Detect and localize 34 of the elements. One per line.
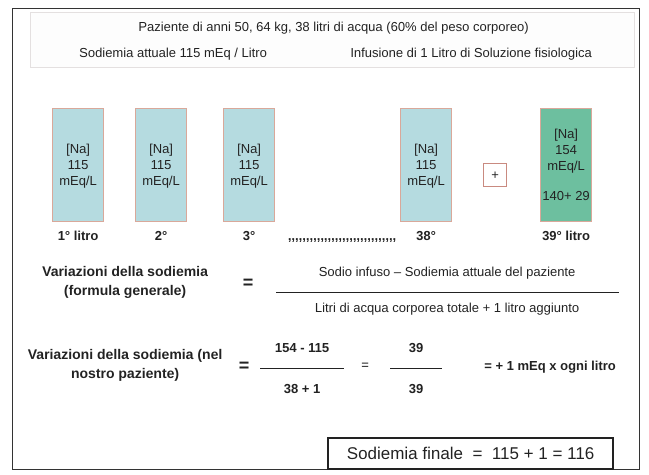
- denominator-text: 39: [408, 381, 424, 396]
- info-panel: [30, 12, 635, 68]
- numerator-text: 154 - 115: [274, 340, 330, 355]
- liter-block: [135, 108, 187, 222]
- numerator-text: 39: [408, 340, 424, 355]
- formula-label: Variazioni della sodiemia (nel nostro paziente): [26, 345, 224, 383]
- equals-sign: =: [242, 272, 254, 293]
- liter-block: [223, 108, 275, 222]
- liter-caption: 39° litro: [541, 228, 591, 243]
- result-text: Sodiemia finale = 115 + 1 = 116: [346, 442, 594, 464]
- concentration-text: [Na] 115 mEq/L: [58, 140, 98, 190]
- concentration-text: 140+ 29: [542, 188, 590, 204]
- equals-sign: =: [360, 357, 370, 372]
- equals-sign: =: [238, 355, 250, 376]
- result-text: = + 1 mEq x ogni litro: [483, 358, 617, 373]
- denominator-text: 38 + 1: [282, 381, 322, 396]
- plus-box: [483, 163, 507, 187]
- liter-block: [52, 108, 104, 222]
- concentration-text: [Na] 154 mEq/L: [546, 126, 586, 174]
- denominator-text: Litri di acqua corporea totale + 1 litro aggiunto: [314, 300, 580, 315]
- plus-sign: +: [490, 166, 500, 184]
- info-text: Infusione di 1 Litro di Soluzione fisiologica: [349, 45, 593, 60]
- concentration-text: [Na] 115 mEq/L: [406, 140, 446, 190]
- concentration-text: [Na] 115 mEq/L: [229, 140, 269, 190]
- liter-caption: 2°: [154, 228, 168, 243]
- saline-liter-block: [540, 108, 592, 222]
- liter-block: [400, 108, 452, 222]
- info-text: Sodiemia attuale 115 mEq / Litro: [78, 45, 268, 60]
- result-box: [327, 437, 614, 470]
- numerator-text: Sodio infuso – Sodiemia attuale del paziente: [318, 264, 576, 279]
- formula-label: Variazioni della sodiemia (formula generale): [41, 262, 209, 300]
- concentration-text: [Na] 115 mEq/L: [141, 140, 181, 190]
- info-text: Paziente di anni 50, 64 kg, 38 litri di acqua (60% del peso corporeo): [137, 19, 530, 34]
- liter-caption: 1° litro: [56, 228, 100, 243]
